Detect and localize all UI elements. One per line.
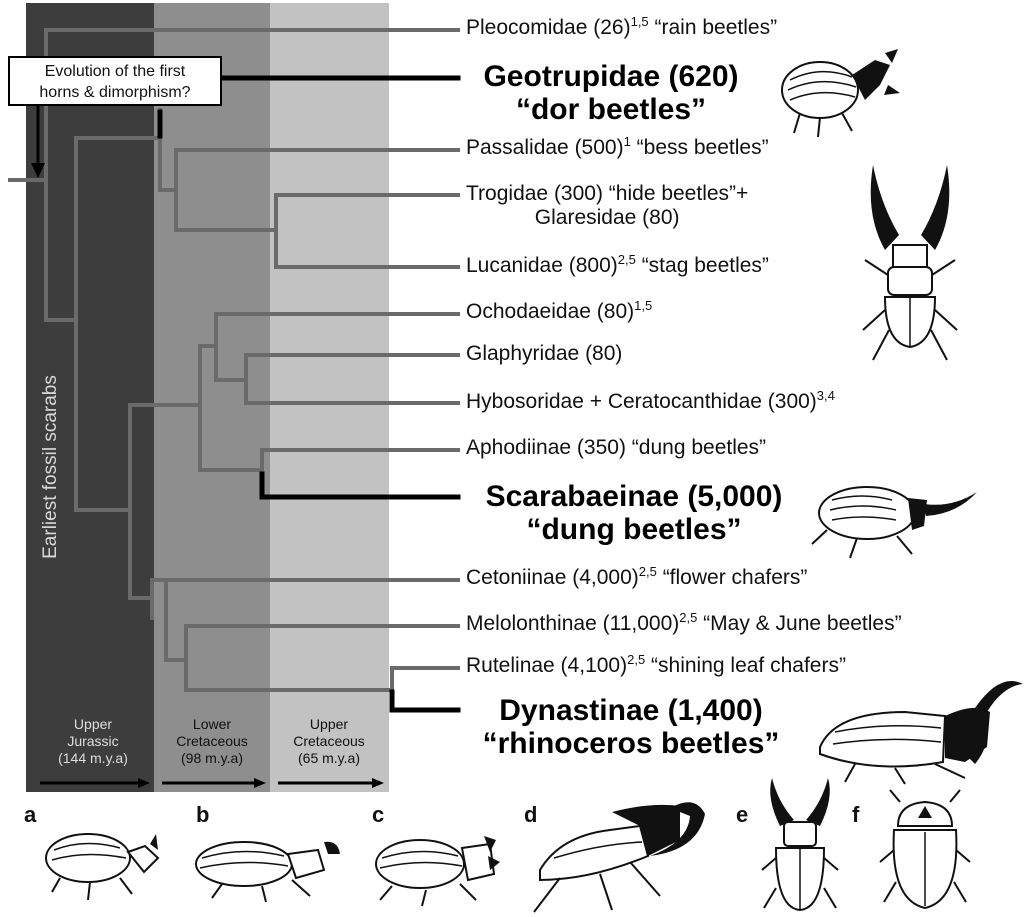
dung-beetle-icon	[812, 487, 977, 558]
taxon-trogidae-line-1: Trogidae (300) “hide beetles”+	[466, 182, 748, 206]
taxon-trogidae-line-2: Glaresidae (80)	[466, 206, 748, 230]
period-line-3: (98 m.y.a)	[156, 750, 268, 767]
beetle-a-icon	[46, 834, 158, 900]
period-upper-cretaceous: Upper Cretaceous (65 m.y.a)	[272, 716, 386, 766]
taxon-common-name: “rain beetles”	[649, 16, 777, 39]
taxon-footnote: 1	[624, 134, 631, 149]
taxon-glaphyridae: Glaphyridae (80)	[466, 342, 622, 366]
taxon-dynastinae-line-1: Dynastinae (1,400)	[448, 694, 814, 727]
taxon-rutelinae: Rutelinae (4,100)2,5 “shining leaf chafe…	[466, 654, 846, 678]
taxon-scarabaeinae: Scarabaeinae (5,000) “dung beetles”	[466, 480, 802, 546]
taxon-hybosoridae: Hybosoridae + Ceratocanthidae (300)3,4	[466, 390, 835, 414]
period-lower-cretaceous: Lower Cretaceous (98 m.y.a)	[156, 716, 268, 766]
panel-label-a: a	[24, 802, 36, 828]
lower-cretaceous-band	[154, 3, 270, 792]
period-upper-jurassic: Upper Jurassic (144 m.y.a)	[38, 716, 148, 766]
taxon-pleocomidae: Pleocomidae (26)1,5 “rain beetles”	[466, 16, 777, 40]
taxon-cetoniinae: Cetoniinae (4,000)2,5 “flower chafers”	[466, 566, 807, 590]
taxon-name: Pleocomidae (26)	[466, 16, 631, 39]
period-line-1: Lower	[156, 716, 268, 733]
taxon-melolonthinae: Melolonthinae (11,000)2,5 “May & June be…	[466, 612, 902, 636]
horns-evolution-callout: Evolution of the first horns & dimorphis…	[8, 56, 222, 106]
taxon-scarabaeinae-line-1: Scarabaeinae (5,000)	[466, 480, 802, 513]
callout-line-2: horns & dimorphism?	[10, 82, 220, 103]
taxon-name: Passalidae (500)	[466, 136, 624, 159]
taxon-name: Hybosoridae + Ceratocanthidae (300)	[466, 390, 817, 413]
taxon-footnote: 2,5	[618, 252, 636, 267]
panel-label-e: e	[736, 802, 748, 828]
taxon-name: Aphodiinae (350) “dung beetles”	[466, 436, 766, 459]
period-line-1: Upper	[38, 716, 148, 733]
taxon-footnote: 2,5	[627, 652, 645, 667]
taxon-footnote: 2,5	[639, 564, 657, 579]
taxon-name: Melolonthinae (11,000)	[466, 612, 679, 635]
period-line-3: (144 m.y.a)	[38, 750, 148, 767]
taxon-common-name: “shining leaf chafers”	[645, 654, 846, 677]
taxon-ochodaeidae: Ochodaeidae (80)1,5	[466, 300, 652, 324]
taxon-name: Rutelinae (4,100)	[466, 654, 627, 677]
taxon-dynastinae-line-2: “rhinoceros beetles”	[448, 727, 814, 760]
taxon-geotrupidae-line-2: “dor beetles”	[466, 93, 756, 126]
earliest-fossil-label: Earliest fossil scarabs	[40, 357, 64, 577]
taxon-dynastinae: Dynastinae (1,400) “rhinoceros beetles”	[448, 694, 814, 760]
taxon-geotrupidae-line-1: Geotrupidae (620)	[466, 60, 756, 93]
period-line-3: (65 m.y.a)	[272, 750, 386, 767]
beetle-b-icon	[196, 842, 340, 902]
beetle-e-icon	[762, 778, 838, 910]
period-line-2: Cretaceous	[272, 733, 386, 750]
upper-cretaceous-band	[270, 3, 389, 792]
taxon-name: Ochodaeidae (80)	[466, 300, 634, 323]
beetle-d-icon	[534, 802, 705, 912]
taxon-footnote: 1,5	[631, 14, 649, 29]
panel-label-b: b	[196, 802, 209, 828]
taxon-common-name: “bess beetles”	[631, 136, 769, 159]
taxon-footnote: 1,5	[634, 298, 652, 313]
taxon-lucanidae: Lucanidae (800)2,5 “stag beetles”	[466, 254, 769, 278]
period-line-2: Cretaceous	[156, 733, 268, 750]
period-line-1: Upper	[272, 716, 386, 733]
rhinoceros-beetle-icon	[820, 681, 1023, 784]
taxon-trogidae: Trogidae (300) “hide beetles”+ Glaresida…	[466, 182, 748, 230]
panel-label-f: f	[852, 802, 859, 828]
taxon-common-name: “May & June beetles”	[697, 612, 901, 635]
taxon-footnote: 2,5	[679, 610, 697, 625]
taxon-passalidae: Passalidae (500)1 “bess beetles”	[466, 136, 769, 160]
taxon-scarabaeinae-line-2: “dung beetles”	[466, 513, 802, 546]
stag-beetle-icon	[863, 165, 957, 360]
taxon-footnote: 3,4	[817, 388, 835, 403]
taxon-common-name: “stag beetles”	[636, 254, 769, 277]
beetle-c-icon	[376, 836, 500, 906]
callout-line-1: Evolution of the first	[10, 61, 220, 82]
taxon-name: Cetoniinae (4,000)	[466, 566, 639, 589]
panel-label-c: c	[372, 802, 384, 828]
taxon-aphodiinae: Aphodiinae (350) “dung beetles”	[466, 436, 766, 460]
geotrupid-beetle-icon	[782, 49, 900, 137]
period-line-2: Jurassic	[38, 733, 148, 750]
beetle-f-icon	[880, 790, 970, 908]
taxon-geotrupidae: Geotrupidae (620) “dor beetles”	[466, 60, 756, 126]
taxon-name: Lucanidae (800)	[466, 254, 618, 277]
taxon-common-name: “flower chafers”	[657, 566, 808, 589]
taxon-name: Glaphyridae (80)	[466, 342, 622, 365]
panel-label-d: d	[524, 802, 537, 828]
